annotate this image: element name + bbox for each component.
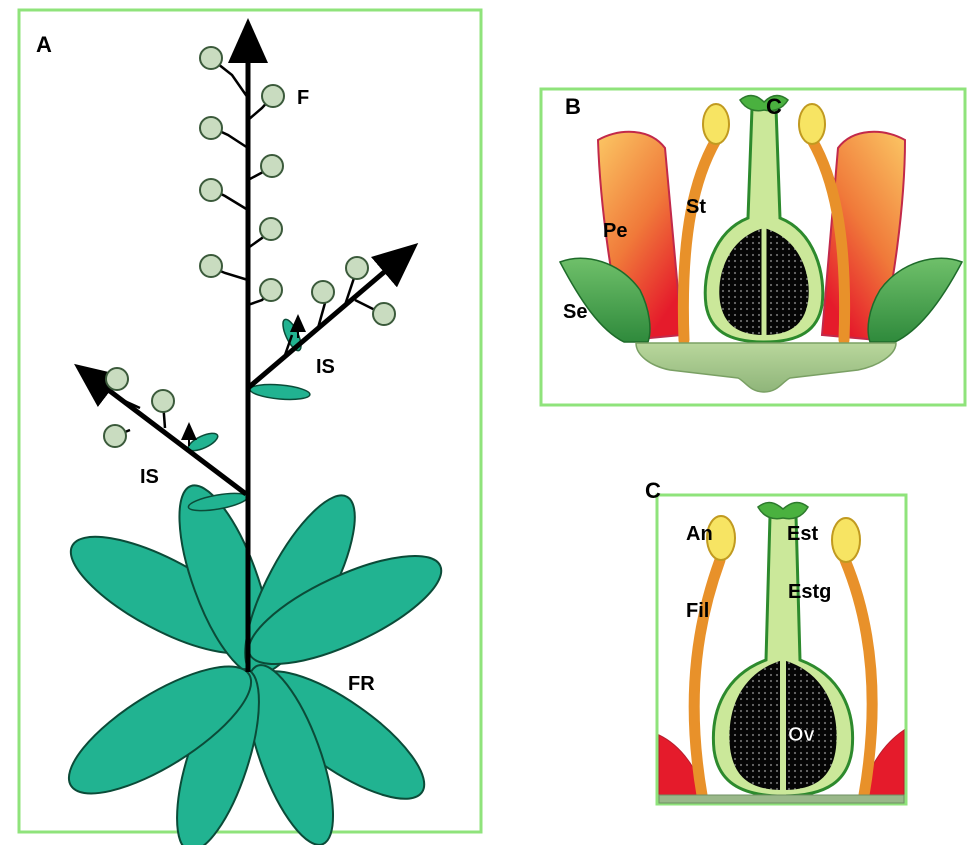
receptacle (659, 795, 904, 803)
flower-bud (261, 155, 283, 177)
panel-b-letter: B (565, 94, 581, 119)
flower-bud (200, 117, 222, 139)
label-stigma: Est (787, 523, 818, 545)
panel-c: C An Est Estg Fil Ov (645, 478, 906, 804)
flower-bud (106, 368, 128, 390)
anther-right (832, 518, 860, 562)
flower-bud (373, 303, 395, 325)
label-stamen: St (686, 196, 706, 218)
panel-a-letter: A (36, 32, 52, 57)
flower-bud (200, 179, 222, 201)
label-flower: F (297, 87, 309, 109)
label-filament: Fil (686, 600, 709, 622)
panel-c-letter: C (645, 478, 661, 503)
flower-bud (312, 281, 334, 303)
flower-bud (200, 255, 222, 277)
flower-bud (200, 47, 222, 69)
label-rosette: FR (348, 673, 375, 695)
flower-bud (346, 257, 368, 279)
label-inflorescence-lower: IS (140, 466, 159, 488)
flower-bud (260, 218, 282, 240)
flower-bud (104, 425, 126, 447)
label-sepal: Se (563, 301, 587, 323)
flower-bud (260, 279, 282, 301)
anther-right (799, 104, 825, 144)
anther-left (703, 104, 729, 144)
flower-bud (262, 85, 284, 107)
label-ovary: Ov (788, 724, 816, 746)
label-style: Estg (788, 581, 831, 603)
panel-b: B C St Pe Se (541, 89, 965, 405)
flower-bud (152, 390, 174, 412)
panel-b-ref-letter: C (766, 94, 782, 119)
panel-a: A (19, 10, 481, 845)
label-anther: An (686, 523, 713, 545)
label-petal: Pe (603, 220, 627, 242)
label-inflorescence-upper: IS (316, 356, 335, 378)
